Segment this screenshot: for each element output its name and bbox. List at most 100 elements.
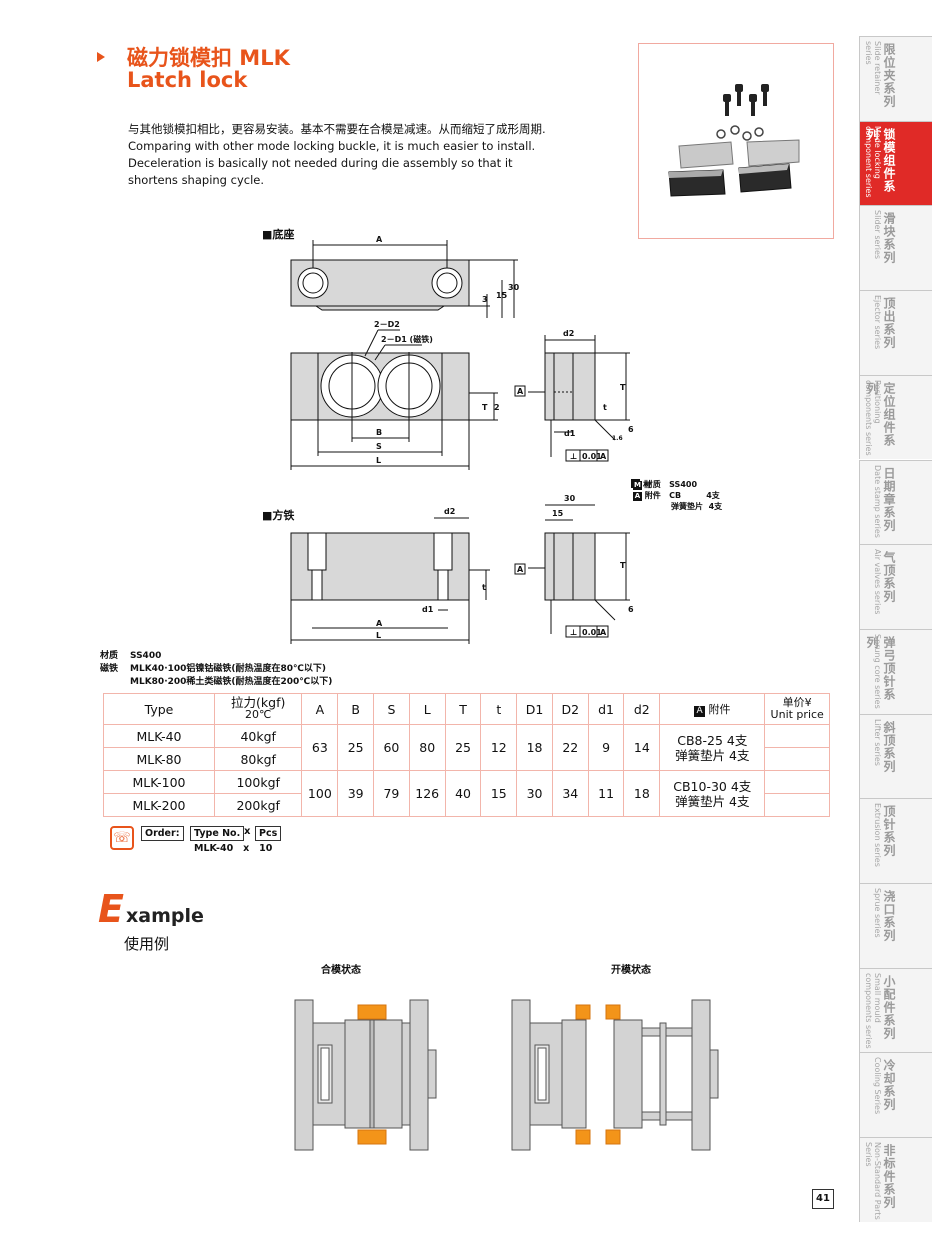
cell-price (764, 793, 830, 817)
side-dim-d2: d2 (563, 329, 574, 338)
example-diagram (294, 999, 719, 1151)
legend-a-badge: A (633, 492, 642, 501)
sidebar-tab-label-cn: 顶针系列 (882, 805, 896, 858)
intro-text: 与其他锁模扣相比，更容易安装。基本不需要在合模是减速。从而缩短了成形周期. Co… (128, 121, 598, 189)
legend: M 材质 SS400 A 附件 CB 4支 弹簧垫片 4支 (633, 479, 722, 512)
sidebar-tab-label-en: Sprung core series (873, 633, 882, 709)
th-force: 拉力(kgf) 20℃ (213, 693, 303, 725)
datum-a: A (517, 387, 524, 396)
dim-l: L (376, 456, 381, 465)
sidebar-tab-label-en: Slider series (873, 210, 882, 260)
sidebar-tab-label-cn: 锁模组件系列 (865, 127, 896, 193)
legend-accessory-1-qty: 4支 (706, 491, 720, 500)
magnet-label: 磁铁 (100, 664, 119, 674)
legend-accessory-1: CB (669, 491, 682, 500)
phone-icon: ☏ (110, 826, 134, 850)
cell-force: 200kgf (213, 793, 303, 817)
sidebar-tab-label-en: Mode locking component series (864, 125, 882, 198)
sidebar-tab-label-cn: 限位夹系列 (882, 43, 896, 108)
sidebar-tab-label-cn: 定位组件系列 (865, 381, 896, 447)
side-dim-16: 1.6 (612, 435, 623, 442)
intro-line-cn: 与其他锁模扣相比，更容易安装。基本不需要在合模是减速。从而缩短了成形周期. (128, 122, 546, 136)
sidebar-tab-label-cn: 非标件系列 (882, 1144, 896, 1210)
cell-price (764, 770, 830, 794)
cell-d2: 18 (623, 770, 661, 817)
legend-accessory-2: 弹簧垫片 (671, 502, 703, 511)
block-side-15: 15 (552, 509, 564, 518)
tolerance: 0.01 (582, 452, 602, 461)
table-header-row: Type 拉力(kgf) 20℃ A B S L T t D1 D2 d1 d2… (103, 693, 830, 725)
dim-3: 3 (482, 295, 488, 304)
magnet-line-1: MLK40·100铝镍钴磁铁(耐热温度在80℃以下) (130, 664, 327, 674)
legend-m-text: 材质 (643, 479, 650, 489)
cell-d1: 30 (516, 770, 553, 817)
block-dim-d2: d2 (444, 507, 455, 516)
block-side-6: 6 (628, 605, 634, 614)
cell-price (764, 724, 830, 748)
order-label: Order: (141, 826, 184, 841)
callout-d2: 2－D2 (374, 320, 400, 329)
th-s: S (373, 693, 410, 725)
th-force-temp: 20℃ (245, 708, 272, 721)
legend-m-badge: M (633, 481, 642, 490)
sidebar-tab-label-en: Slide retainer series (864, 41, 882, 95)
cell-accessory: CB10-30 4支弹簧垫片 4支 (659, 770, 766, 817)
example-title-cn: 使用例 (124, 935, 170, 953)
material-value: SS400 (130, 651, 162, 661)
sidebar-tab-label-en: Air valves series (873, 549, 882, 615)
product-photo-image (668, 84, 800, 197)
accessory-line-2: 弹簧垫片 4支 (675, 793, 750, 809)
cell-t: 40 (444, 770, 482, 817)
magnet-line-2: MLK80·200稀土类磁铁(耐热温度在200℃以下) (130, 677, 333, 687)
sidebar-tab-label-cn: 弹弓顶针系列 (865, 635, 896, 701)
sidebar-tab-label-en: Sprue series (873, 888, 882, 938)
th-l: L (408, 693, 446, 725)
block-datum-a: A (517, 565, 524, 574)
cell-d2: 22 (551, 724, 589, 771)
th-d1-small: d1 (587, 693, 625, 725)
cell-l: 126 (408, 770, 446, 817)
cell-l: 80 (408, 724, 446, 771)
cell-d1: 9 (587, 724, 625, 771)
block-label: ■方铁 (262, 508, 294, 522)
cell-force: 80kgf (213, 747, 303, 771)
legend-material: 材质 (644, 480, 661, 489)
side-dim-t-small: t (603, 403, 607, 412)
th-b: B (337, 693, 375, 725)
sidebar-tab-label-en: Lifter series (873, 718, 882, 766)
cell-t: 12 (480, 724, 518, 771)
order-example: MLK-40 x 10 (194, 843, 273, 854)
order-type-box: Type No. (190, 826, 245, 841)
block-tolerance-datum: A (600, 628, 607, 637)
sidebar-tab-label-en: Non-Standard Parts Series (864, 1142, 882, 1220)
cell-accessory: CB8-25 4支弹簧垫片 4支 (659, 724, 766, 771)
title-en: Latch lock (127, 68, 248, 92)
intro-line-en-2: Deceleration is basically not needed dur… (128, 156, 513, 170)
th-t-big: T (444, 693, 482, 725)
cell-s: 79 (373, 770, 410, 817)
perp-symbol: ⊥ (570, 452, 577, 461)
technical-drawing: ■底座 A 3 15 30 2－D2 2－D1 (磁铁) B S L T 2 d… (262, 227, 650, 644)
th-d1-big: D1 (516, 693, 553, 725)
dim-2: 2 (494, 403, 500, 412)
dim-b: B (376, 428, 382, 437)
title-bullet-icon (97, 52, 105, 62)
block-side-30: 30 (564, 494, 576, 503)
cell-b: 25 (337, 724, 375, 771)
